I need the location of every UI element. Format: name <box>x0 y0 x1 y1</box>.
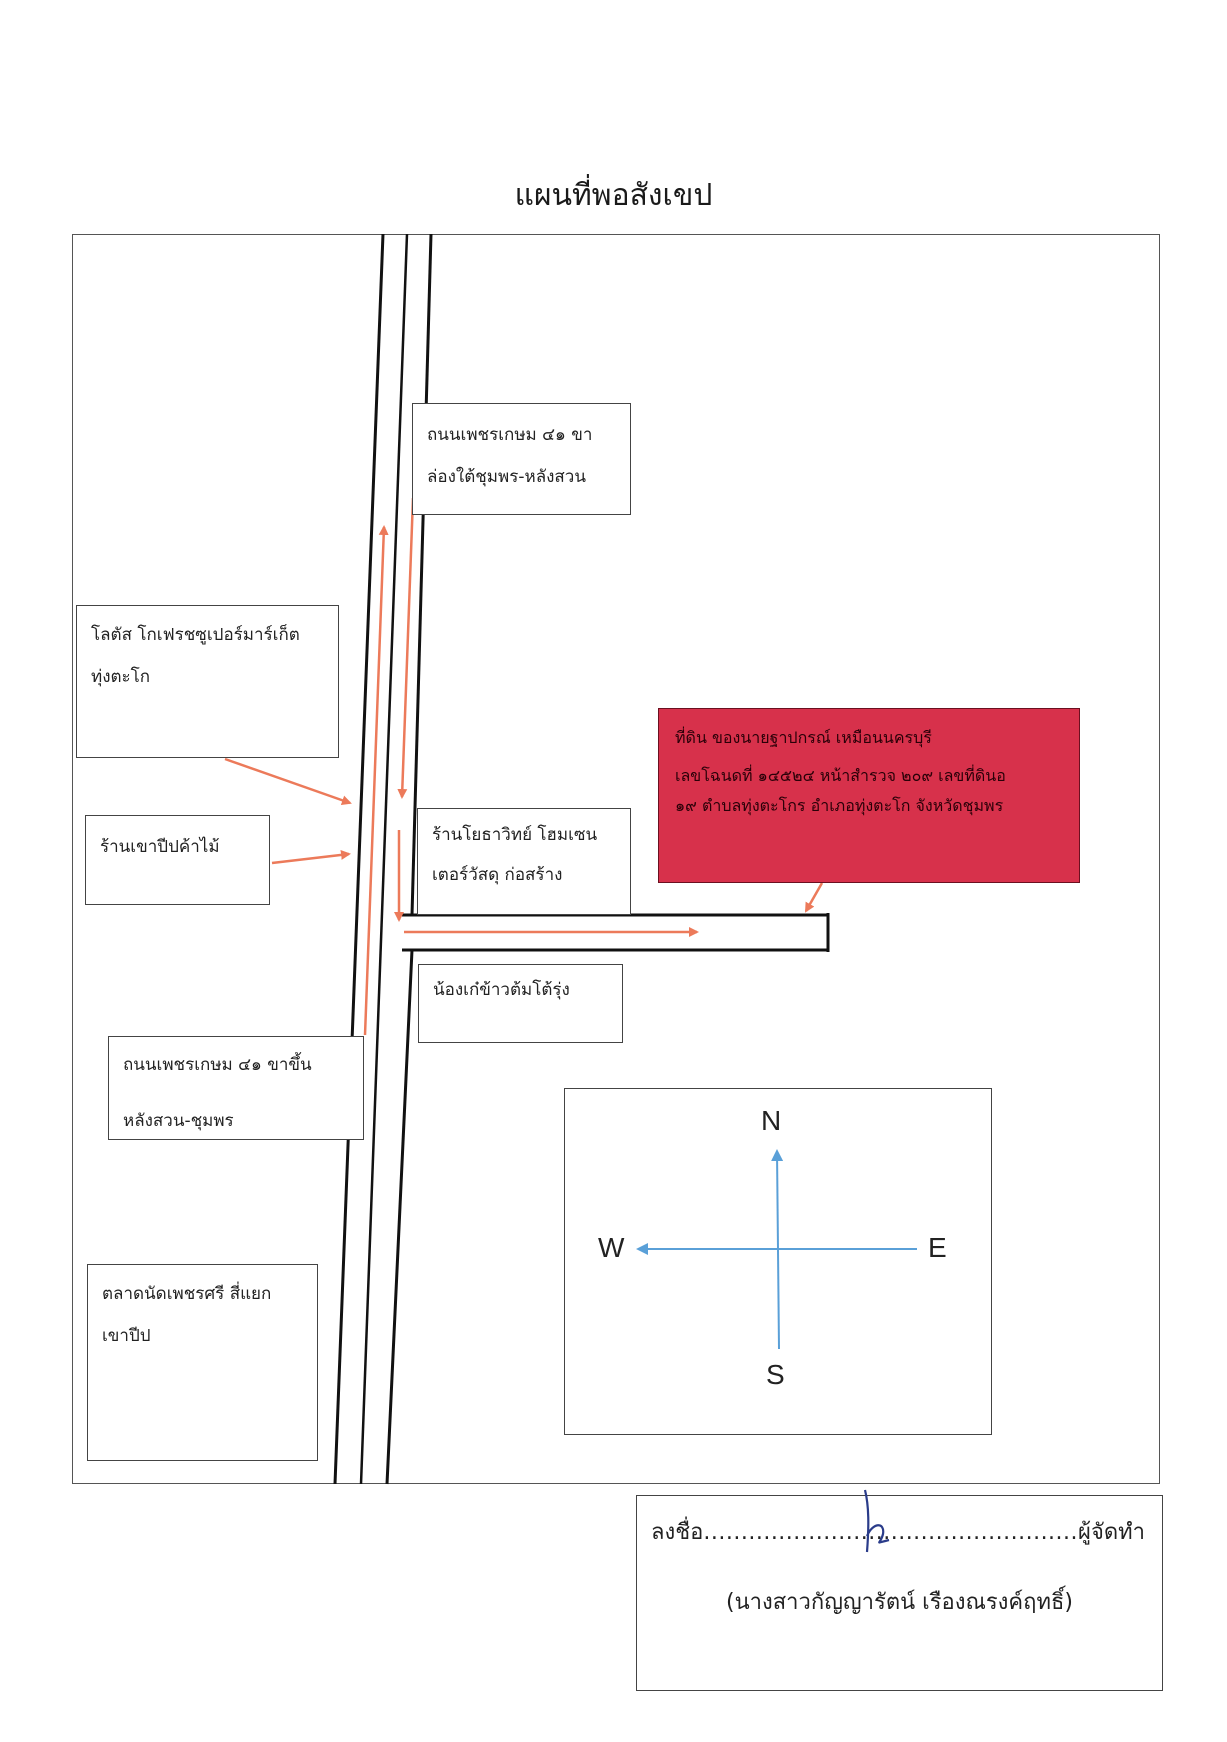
highway-east-edge-upper <box>410 233 433 916</box>
northbound-arrow <box>363 525 389 1036</box>
sign-dots: ........................................… <box>703 1520 1079 1545</box>
land-plot-label: ที่ดิน ของนายฐาปกรณ์ เหมือนนครบุรี เลขโฉ… <box>658 708 1080 883</box>
sign-label: ลงชื่อ <box>651 1520 704 1545</box>
land-deed-line: เลขโฉนดที่ ๑๔๕๒๔ หน้าสำรวจ ๒๐๙ เลขที่ดิน… <box>675 766 1006 785</box>
map-frame <box>72 234 1160 1484</box>
signer-name: (นางสาวกัญญารัตน์ เรืองณรงค์ฤทธิ์) <box>726 1590 1073 1615</box>
southbound-arrow-upper <box>397 497 415 799</box>
lotus-label: โลตัส โกเฟรชซูเปอร์มาร์เก็ต ทุ่งตะโก <box>76 605 339 758</box>
compass-south-label: S <box>766 1359 785 1390</box>
nong-kao-label-line1: น้องเก๋ข้าวต้มโต้รุ่ง <box>433 980 570 1000</box>
khao-pip-pointer-arrow <box>271 849 351 865</box>
signature-block: ลงชื่อ..................................… <box>636 1489 1163 1691</box>
compass-west-label: W <box>598 1232 625 1263</box>
yothawit-label-line1: ร้านโยธาวิทย์ โฮมเซน <box>432 825 598 845</box>
highway-divider-west <box>359 233 409 1485</box>
southbound-label-line2: ล่องใต้ชุมพร-หลังสวน <box>427 467 586 487</box>
compass-east-label: E <box>928 1232 947 1263</box>
land-pointer-arrow <box>804 882 824 913</box>
land-owner-line: ที่ดิน ของนายฐาปกรณ์ เหมือนนครบุรี <box>675 728 932 747</box>
lotus-pointer-arrow <box>224 757 352 806</box>
handwritten-signature <box>863 1489 890 1553</box>
signature-line: ลงชื่อ..................................… <box>651 1514 1145 1549</box>
land-location-line: ๑๙ ตำบลทุ่งตะโกร อำเภอทุ่งตะโก จังหวัดชุ… <box>675 796 1004 815</box>
northbound-label-line2: หลังสวน-ชุมพร <box>123 1111 234 1131</box>
khao-pip-shop-label: ร้านเขาปีปค้าไม้ <box>85 815 270 905</box>
highway-west-edge <box>333 233 385 1485</box>
compass-north-label: N <box>761 1105 782 1136</box>
sign-role: ผู้จัดทำ <box>1078 1520 1145 1545</box>
southbound-label-line1: ถนนเพชรเกษม ๔๑ ขา <box>427 425 593 445</box>
khao-pip-label-line1: ร้านเขาปีปค้าไม้ <box>100 837 220 857</box>
lotus-label-line2: ทุ่งตะโก <box>91 667 151 687</box>
market-label-line2: เขาปีป <box>102 1326 151 1346</box>
yothawit-store-label: ร้านโยธาวิทย์ โฮมเซน เตอร์วัสดุ ก่อสร้าง <box>417 808 631 915</box>
lotus-label-line1: โลตัส โกเฟรชซูเปอร์มาร์เก็ต <box>91 625 300 645</box>
compass-rose: N W E S <box>564 1088 992 1435</box>
market-label: ตลาดนัดเพชรศรี สี่แยก เขาปีป <box>87 1264 318 1461</box>
northbound-label-line1: ถนนเพชรเกษม ๔๑ ขาขึ้น <box>123 1055 312 1075</box>
yothawit-label-line2: เตอร์วัสดุ ก่อสร้าง <box>432 865 563 885</box>
highway-east-edge-lower <box>385 949 414 1485</box>
northbound-road-label: ถนนเพชรเกษม ๔๑ ขาขึ้น หลังสวน-ชุมพร <box>108 1036 364 1140</box>
compass-arrows <box>636 1149 917 1350</box>
nong-kao-restaurant-label: น้องเก๋ข้าวต้มโต้รุ่ง <box>418 964 623 1043</box>
map-title: แผนที่พอสังเขป <box>514 178 713 213</box>
market-label-line1: ตลาดนัดเพชรศรี สี่แยก <box>102 1284 272 1304</box>
southbound-road-label: ถนนเพชรเกษม ๔๑ ขา ล่องใต้ชุมพร-หลังสวน <box>412 403 631 515</box>
